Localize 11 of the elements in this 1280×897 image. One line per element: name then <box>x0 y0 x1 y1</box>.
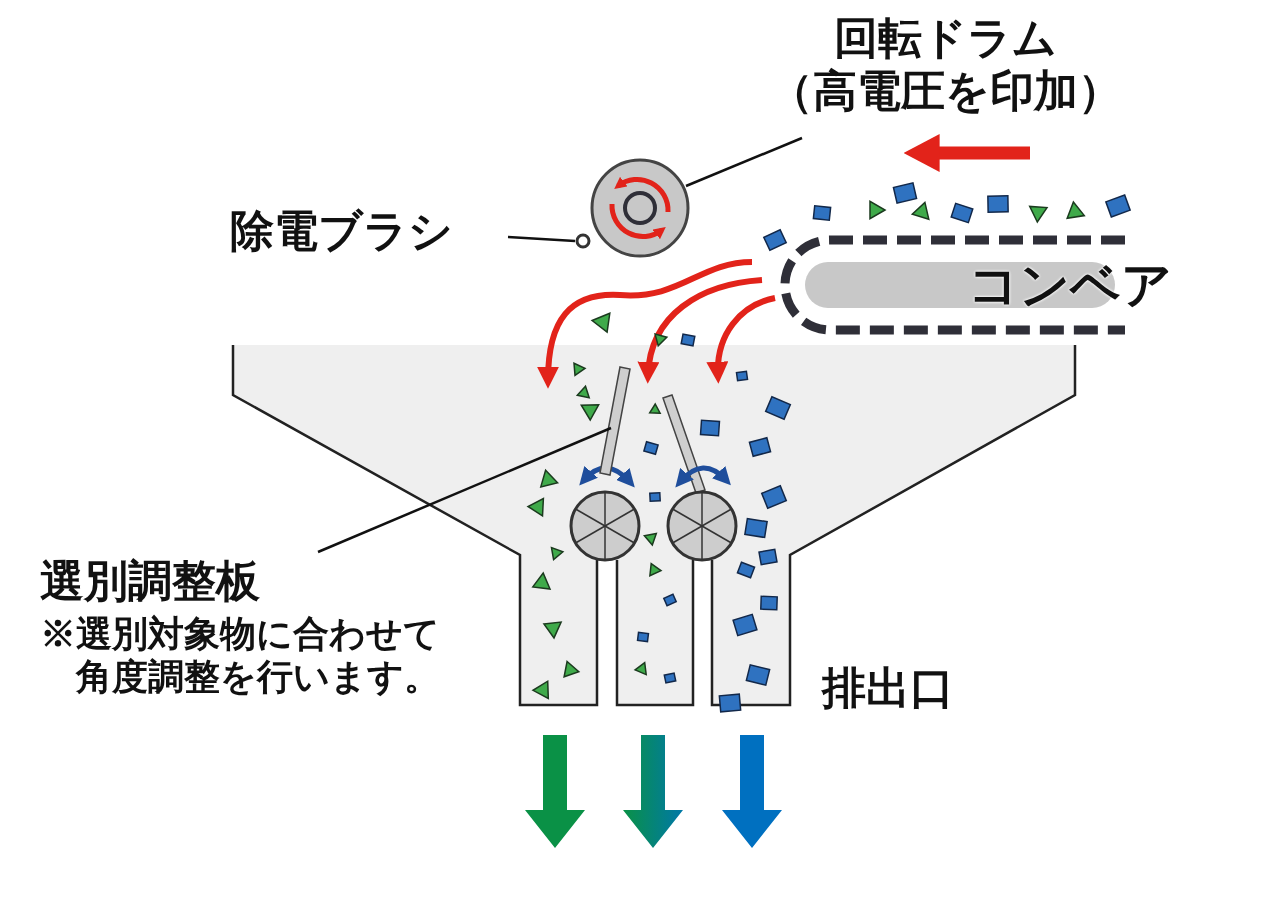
callout-label: 選別調整板 <box>40 555 261 607</box>
discharge-brush <box>574 232 592 250</box>
callout-note: ※選別対象物に合わせて角度調整を行います。 <box>40 611 441 699</box>
leader-line <box>685 136 803 188</box>
callout-note: （高電圧を印加） <box>767 64 1123 117</box>
callout-label: 回転ドラム <box>832 12 1058 64</box>
rotating-drum <box>590 158 690 258</box>
conveyor-label: コンベア <box>968 256 1172 315</box>
leader-line <box>507 235 576 243</box>
outlet-label: 排出口 <box>822 662 954 714</box>
callout-label: 除電ブラシ <box>230 205 520 258</box>
